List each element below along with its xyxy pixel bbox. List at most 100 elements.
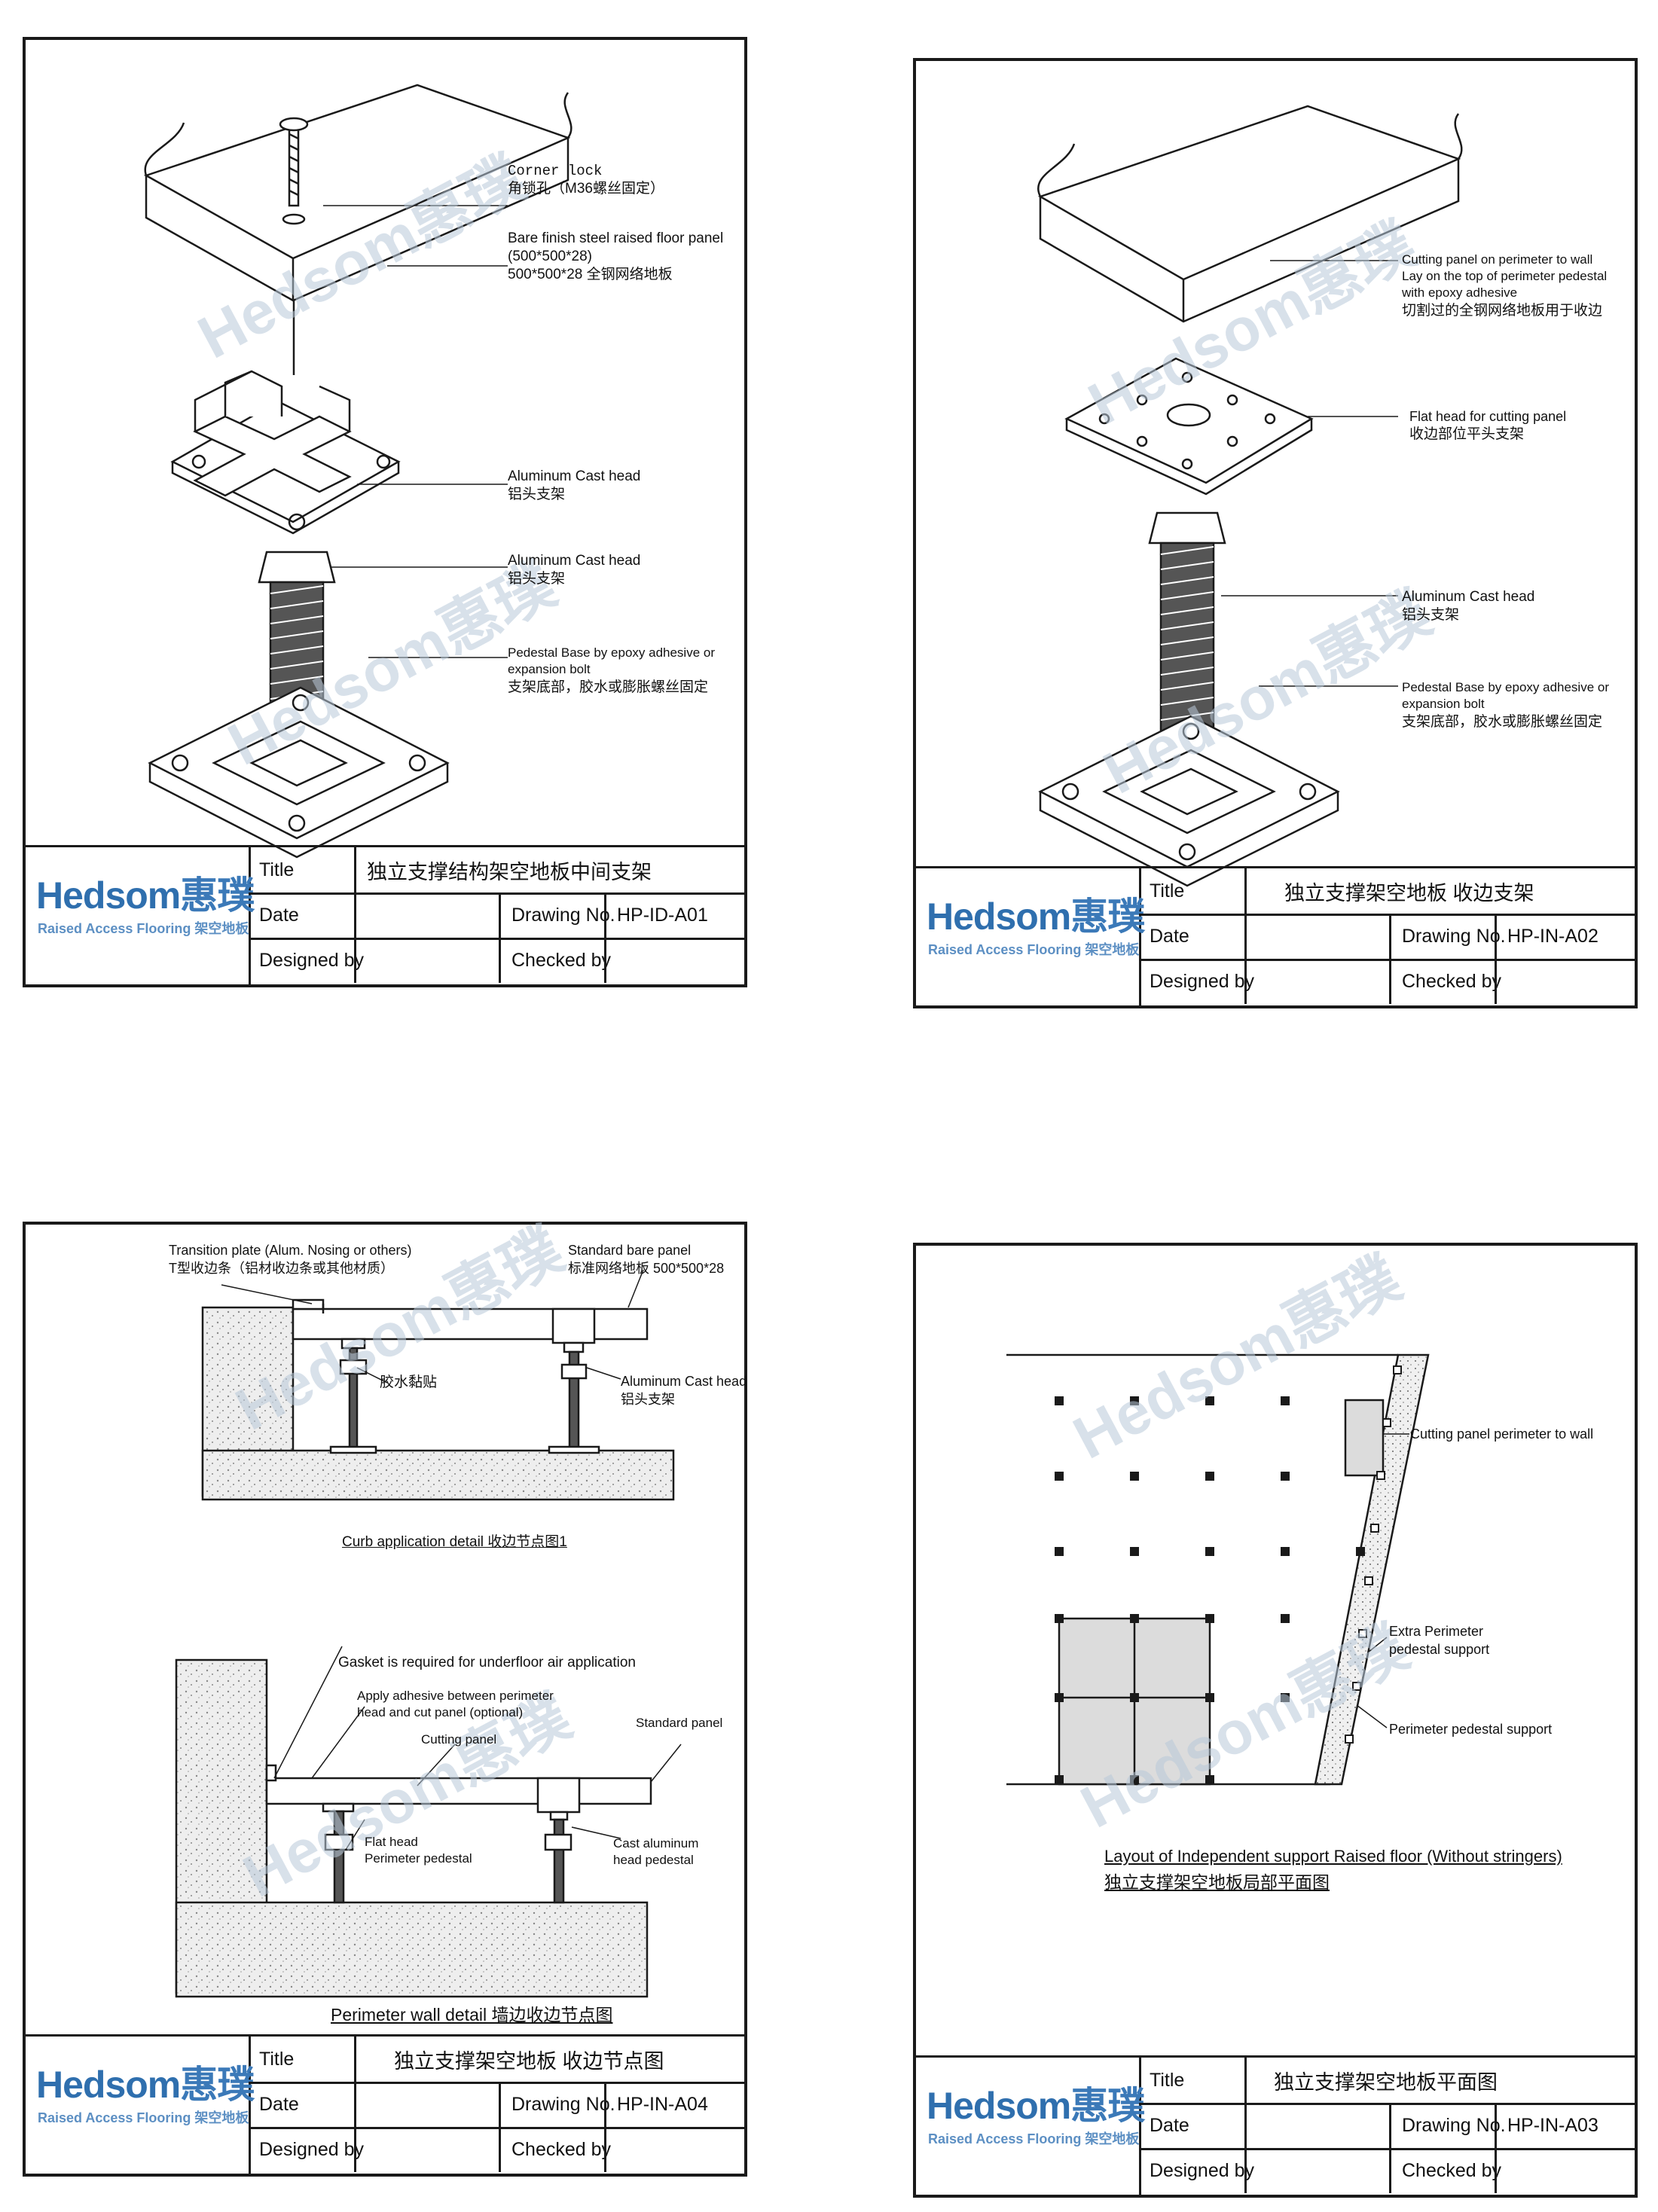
drawing-sheet-a04: Hedsom惠璞 Hedsom惠璞 Transition plate (Alum…	[23, 1216, 747, 2177]
drawing-no-label: Drawing No.	[1389, 2103, 1506, 2148]
perimeter-pedestal-view	[1037, 105, 1463, 887]
title-block: Hedsom惠璞 Raised Access Flooring 架空地板 Tit…	[916, 866, 1635, 1005]
brand-tagline: Raised Access Flooring 架空地板	[38, 921, 249, 936]
label-gasket: Gasket is required for underfloor air ap…	[338, 1655, 636, 1670]
date-value	[1244, 914, 1389, 959]
label-cut-cn: 切割过的全钢网络地板用于收边	[1402, 303, 1603, 319]
designed-by-label: Designed by	[1150, 2159, 1254, 2181]
designed-by-label: Designed by	[259, 2138, 364, 2160]
label-base-en-1: Pedestal Base by epoxy adhesive or	[1402, 680, 1610, 694]
date-value	[354, 892, 499, 938]
drawing-title: 独立支撑架空地板 收边支架	[1244, 868, 1635, 914]
label-cut-en-1: Cutting panel on perimeter to wall	[1402, 252, 1593, 267]
title-label: Title	[259, 2048, 295, 2070]
label-head-cn: 铝头支架	[1402, 607, 1460, 623]
label-cut-en-2: Lay on the top of perimeter pedestal	[1402, 269, 1608, 283]
title-block: Hedsom惠璞 Raised Access Flooring 架空地板 Tit…	[916, 2055, 1635, 2195]
label-base-cn: 支架底部，胶水或膨胀螺丝固定	[508, 679, 709, 695]
label-base-en-2: expansion bolt	[508, 662, 591, 676]
date-value	[354, 2082, 499, 2127]
drawing-no-value: HP-IN-A03	[1495, 2103, 1635, 2148]
drawing-title: 独立支撑结构架空地板中间支架	[354, 847, 744, 892]
pedestal-exploded-view	[143, 84, 573, 859]
caption-curb-detail: Curb application detail 收边节点图1	[342, 1534, 567, 1550]
drawing-no-label: Drawing No.	[499, 892, 615, 938]
checked-by-label: Checked by	[1389, 2148, 1501, 2193]
designed-by-value	[354, 938, 499, 983]
label-adhesive-2: head and cut panel (optional)	[357, 1705, 524, 1719]
title-block: Hedsom惠璞 Raised Access Flooring 架空地板 Tit…	[26, 845, 744, 984]
label-flat-cn: 收边部位平头支架	[1409, 426, 1525, 442]
label-flat-en: Flat head for cutting panel	[1409, 409, 1567, 424]
date-label: Date	[259, 904, 299, 926]
drawing-sheet-a03: Hedsom惠璞 Hedsom惠璞 Cutting panel perimete…	[913, 1243, 1638, 2198]
caption-wall-detail: Perimeter wall detail 墙边收边节点图	[331, 2005, 613, 2024]
date-label: Date	[259, 2093, 299, 2115]
label-cast-aluminum: Cast aluminum	[613, 1836, 699, 1850]
drawing-title: 独立支撑架空地板 收边节点图	[354, 2037, 744, 2082]
company-logo: Hedsom惠璞 Raised Access Flooring 架空地板	[916, 868, 1145, 1005]
label-base-en-1: Pedestal Base by epoxy adhesive or	[508, 645, 716, 660]
label-base-cn: 支架底部，胶水或膨胀螺丝固定	[1402, 714, 1603, 730]
caption-layout-cn: 独立支撑架空地板局部平面图	[1104, 1872, 1330, 1892]
label-corner-lock-cn: 角锁孔（M36螺丝固定）	[508, 181, 664, 197]
drawing-no-label: Drawing No.	[1389, 914, 1506, 959]
label-head-cn: 铝头支架	[508, 487, 566, 502]
designed-by-value	[1244, 959, 1389, 1004]
designed-by-label: Designed by	[259, 949, 364, 971]
title-label: Title	[1150, 880, 1185, 902]
label-cut-wall: Cutting panel perimeter to wall	[1410, 1426, 1594, 1442]
title-label: Title	[1150, 2069, 1185, 2091]
drawing-no-label: Drawing No.	[499, 2082, 615, 2127]
label-glue: 胶水黏贴	[380, 1374, 438, 1390]
label-std-en: Standard bare panel	[568, 1243, 692, 1258]
floor-plan-layout	[1006, 1353, 1430, 1786]
checked-by-label: Checked by	[499, 938, 611, 983]
brand-tagline: Raised Access Flooring 架空地板	[928, 942, 1140, 957]
label-nut-en: Aluminum Cast head	[508, 553, 641, 569]
label-extra-1: Extra Perimeter	[1389, 1624, 1484, 1639]
label-cut-en-3: with epoxy adhesive	[1402, 285, 1518, 300]
checked-by-value	[1495, 959, 1635, 1004]
label-adhesive-1: Apply adhesive between perimeter	[357, 1689, 554, 1703]
date-value	[1244, 2103, 1389, 2148]
checked-by-value	[1495, 2148, 1635, 2193]
designed-by-value	[1244, 2148, 1389, 2193]
drawing-sheet-a01: Hedsom惠璞 Hedsom惠璞 Corner lock 角锁孔（M36螺丝固…	[23, 37, 747, 987]
label-corner-lock-en: Corner lock	[508, 163, 603, 179]
label-head-cn: 铝头支架	[621, 1392, 675, 1407]
title-label: Title	[259, 859, 295, 880]
company-logo: Hedsom惠璞 Raised Access Flooring 架空地板	[916, 2058, 1145, 2195]
label-base-en-2: expansion bolt	[1402, 697, 1485, 711]
caption-layout-en: Layout of Independent support Raised flo…	[1104, 1847, 1562, 1866]
checked-by-value	[604, 938, 744, 983]
label-panel-cn: 500*500*28 全钢网络地板	[508, 267, 673, 282]
label-head-pedestal: head pedestal	[613, 1853, 694, 1867]
label-panel-en: Bare finish steel raised floor panel	[508, 230, 724, 246]
label-panel-size: (500*500*28)	[508, 249, 592, 264]
date-label: Date	[1150, 2114, 1189, 2136]
label-perimeter-support: Perimeter pedestal support	[1389, 1722, 1553, 1737]
label-transition-en: Transition plate (Alum. Nosing or others…	[169, 1243, 412, 1258]
label-head-en: Aluminum Cast head	[621, 1374, 747, 1389]
edge-detail-sections	[175, 1269, 682, 1998]
label-cutting-panel: Cutting panel	[421, 1732, 497, 1747]
label-head-en: Aluminum Cast head	[508, 468, 641, 484]
checked-by-label: Checked by	[499, 2127, 611, 2172]
label-transition-cn: T型收边条（铝材收边条或其他材质）	[169, 1261, 394, 1276]
label-extra-2: pedestal support	[1389, 1642, 1490, 1657]
label-perimeter-pedestal: Perimeter pedestal	[365, 1851, 472, 1866]
checked-by-value	[604, 2127, 744, 2172]
drawing-sheet-a02: Hedsom惠璞 Hedsom惠璞 Cutting panel on perim…	[913, 58, 1638, 1008]
label-head-en: Aluminum Cast head	[1402, 589, 1535, 605]
label-std-cn: 标准网络地板 500*500*28	[568, 1261, 725, 1276]
label-flat-head: Flat head	[365, 1835, 418, 1849]
drawing-no-value: HP-IN-A04	[604, 2082, 744, 2127]
designed-by-value	[354, 2127, 499, 2172]
designed-by-label: Designed by	[1150, 970, 1254, 992]
company-logo: Hedsom惠璞 Raised Access Flooring 架空地板	[26, 847, 255, 984]
company-logo: Hedsom惠璞 Raised Access Flooring 架空地板	[26, 2037, 255, 2174]
drawing-title: 独立支撑架空地板平面图	[1244, 2058, 1635, 2103]
title-block: Hedsom惠璞 Raised Access Flooring 架空地板 Tit…	[26, 2034, 744, 2174]
checked-by-label: Checked by	[1389, 959, 1501, 1004]
